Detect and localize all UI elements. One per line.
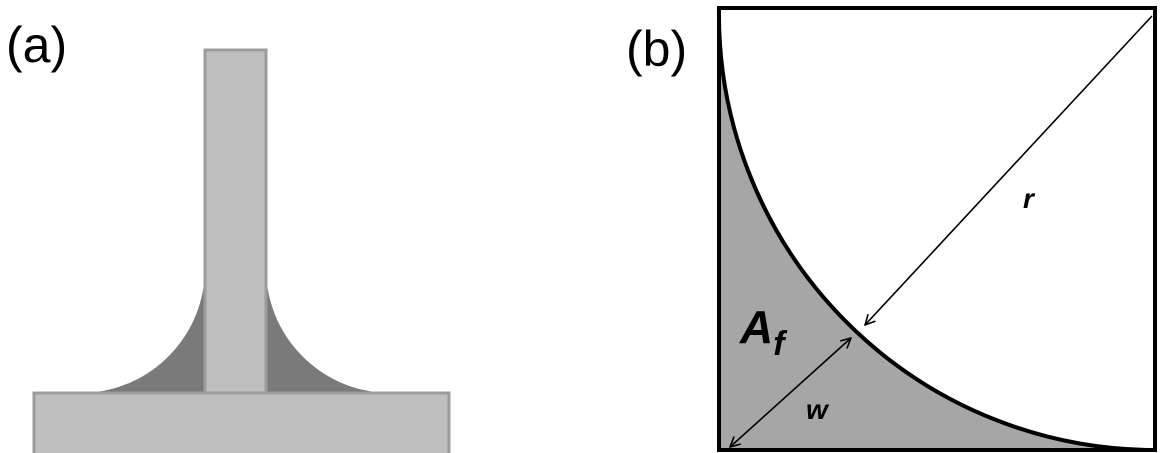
area-label-subscript: f bbox=[773, 325, 788, 363]
panel-a-label: (a) bbox=[6, 17, 67, 73]
panel-a: (a) bbox=[6, 17, 451, 453]
width-arrow bbox=[730, 338, 851, 447]
area-label: Af bbox=[739, 301, 788, 363]
fillet-area-region bbox=[718, 8, 1155, 450]
width-label: w bbox=[806, 394, 830, 425]
base-plate bbox=[32, 391, 451, 453]
area-label-main: A bbox=[739, 301, 773, 353]
panel-b-label: (b) bbox=[626, 21, 687, 77]
left-fillet bbox=[85, 268, 206, 393]
bounding-square bbox=[717, 6, 1157, 452]
fillet-arc bbox=[716, 7, 1156, 452]
radius-arrow bbox=[865, 15, 1153, 325]
panel-b: (b) r Af w bbox=[626, 6, 1157, 452]
right-fillet bbox=[265, 268, 386, 393]
vertical-plate bbox=[203, 48, 268, 395]
radius-label: r bbox=[1023, 183, 1036, 214]
